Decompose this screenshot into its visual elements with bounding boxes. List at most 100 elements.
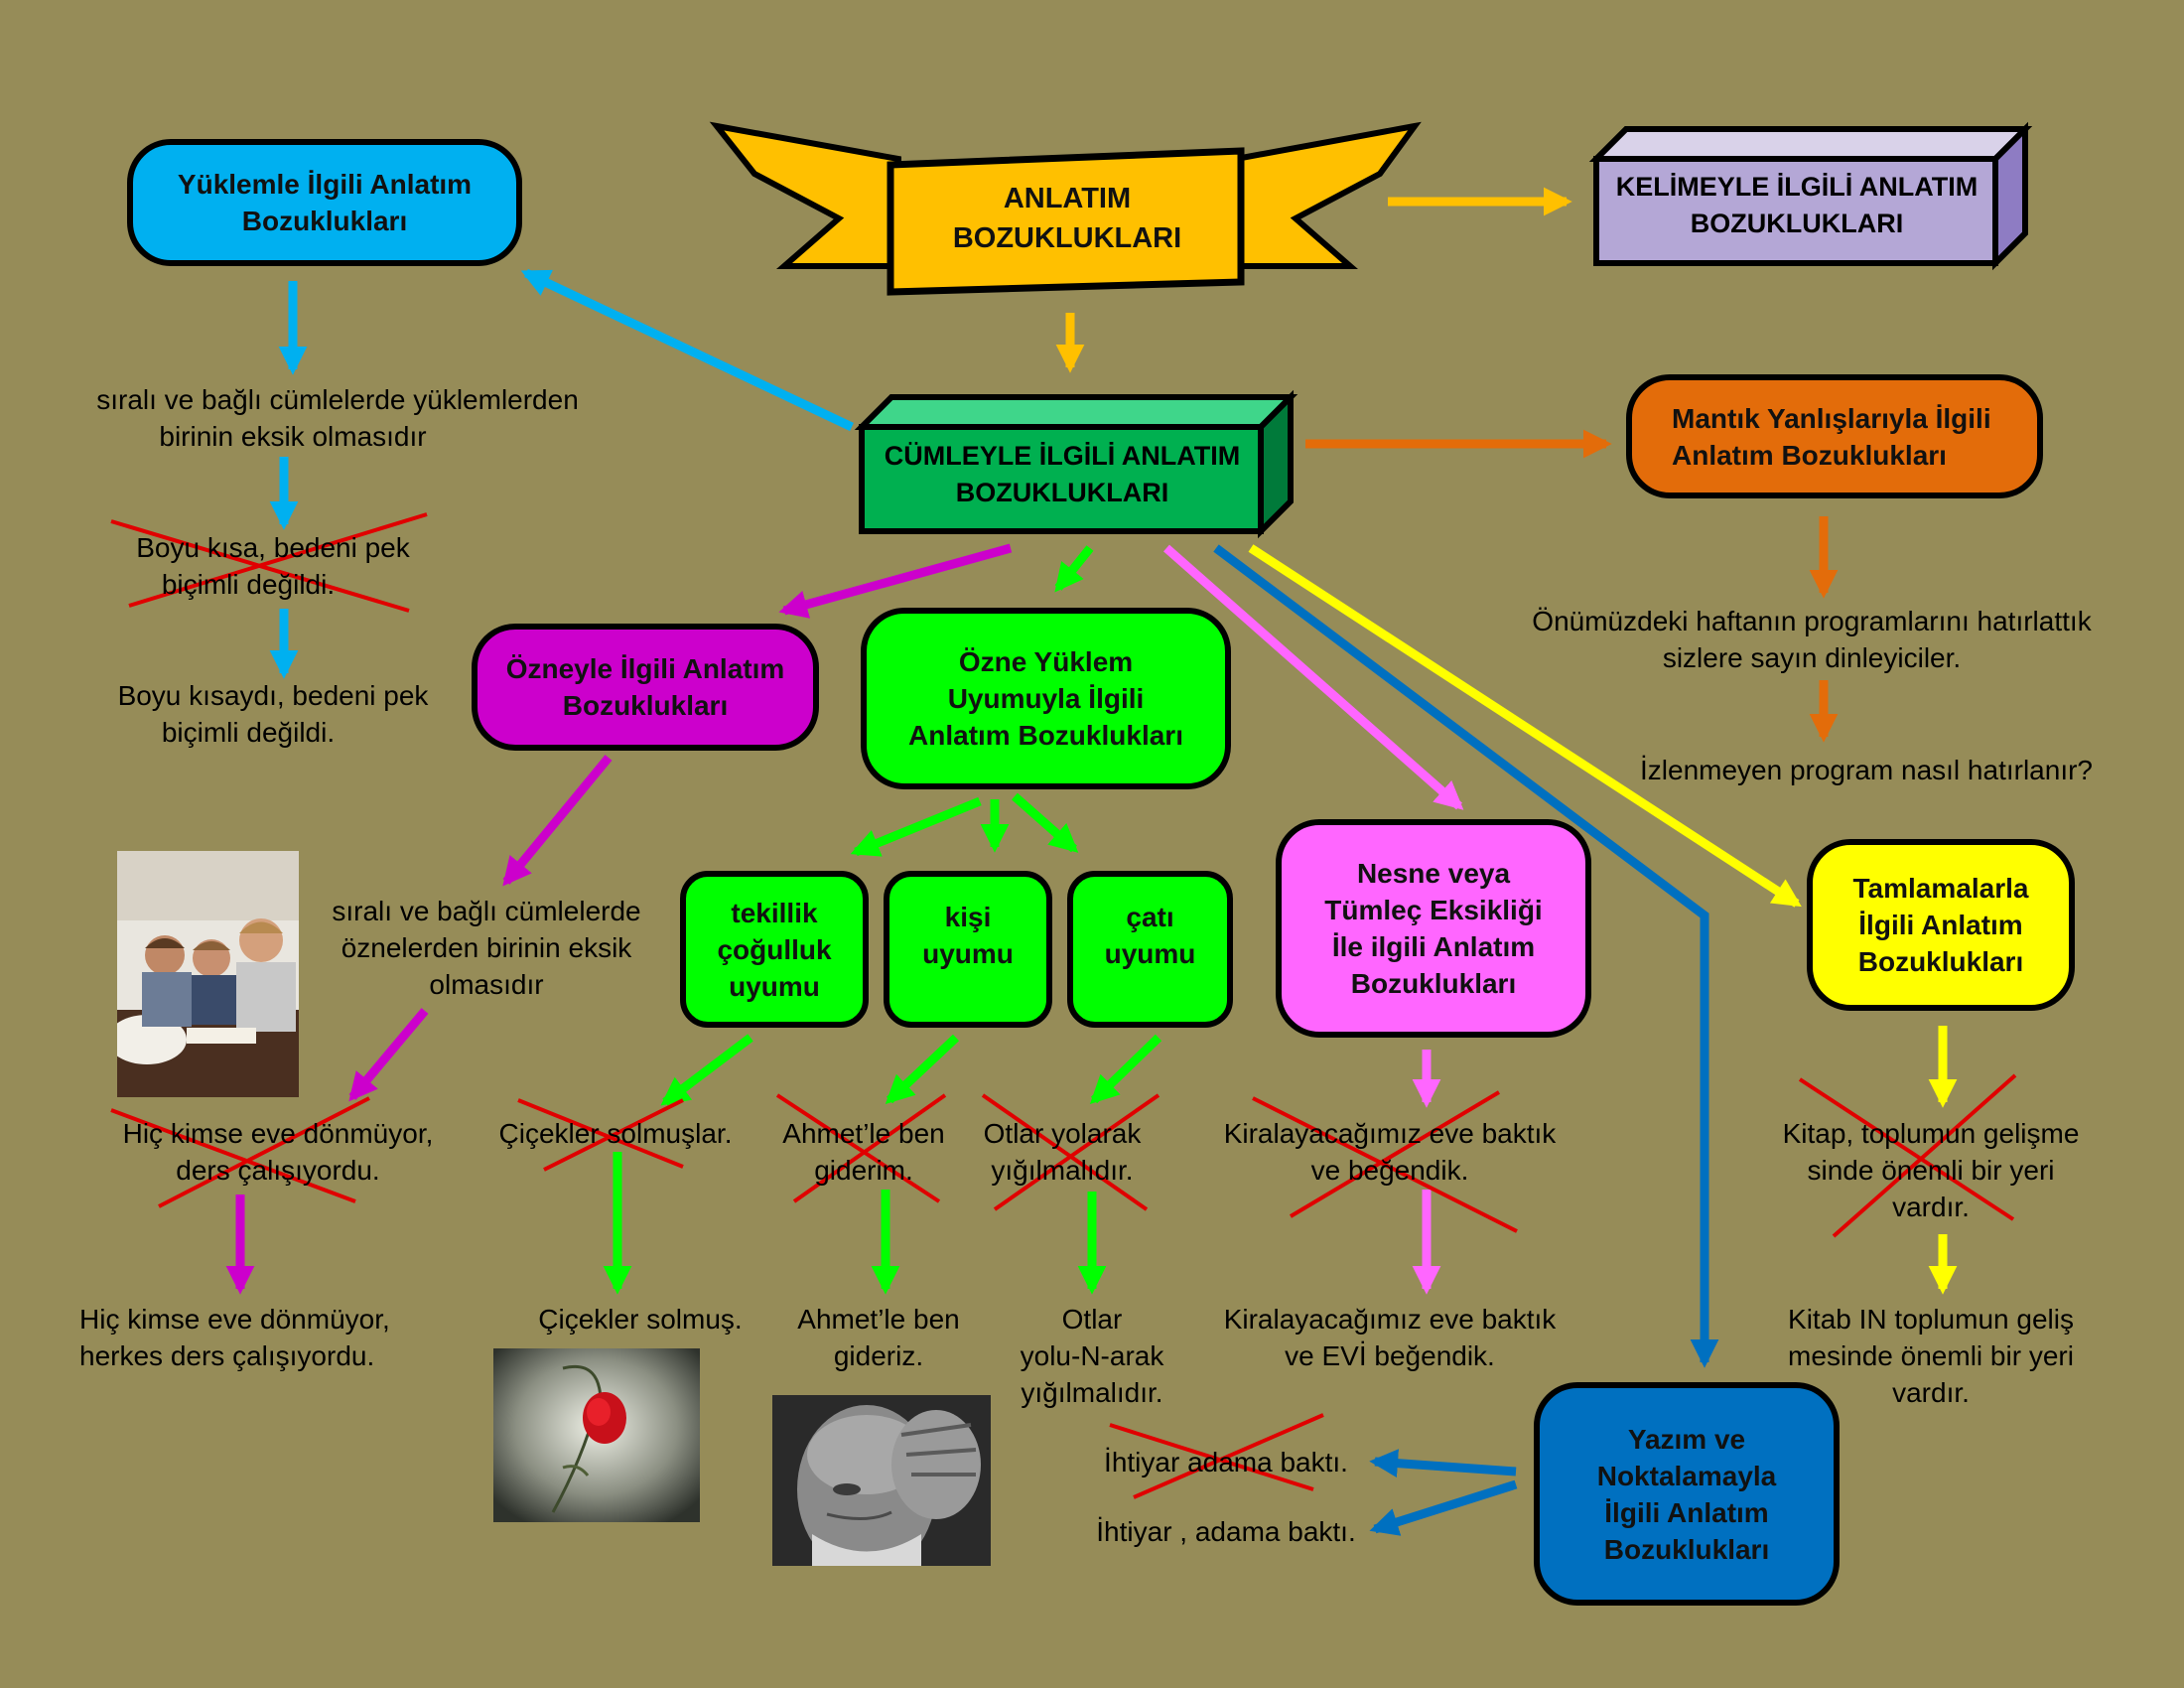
cross-cati-a [981, 1093, 1149, 1211]
yuklem-correct-example: Boyu kısaydı, bedeni pek biçimli değildi… [99, 677, 447, 751]
arrow-cumle-to-tamlama [1248, 544, 1802, 908]
kisi-wrong-example: Ahmet’le ben giderim. [764, 1115, 963, 1189]
ozne-wrong-line-1: Hiç kimse eve dönmüyor, [122, 1118, 434, 1149]
cross-kisi-b [792, 1093, 947, 1203]
tamlama-line-1: Tamlamalarla [1852, 873, 2029, 904]
kelime-node[interactable]: KELİMEYLE İLGİLİ ANLATIM BOZUKLUKLARI [1598, 169, 1995, 242]
cross-tam-b [1832, 1073, 2017, 1238]
nesne-wrong-example: Kiralayacağımız eve baktık ve beğendik. [1201, 1115, 1578, 1189]
kelime-line-2: BOZUKLUKLARI [1690, 209, 1904, 238]
yuklem-wrong-line-2: biçimli değildi. [161, 569, 336, 600]
nesne-line-2: Tümleç Eksikliği [1324, 895, 1543, 925]
nesne-wrong-line-1: Kiralayacağımız eve baktık [1223, 1118, 1557, 1149]
tamlama-wrong-example: Kitap, toplumun gelişme sinde önemli bir… [1777, 1115, 2085, 1225]
cumle-line-2: BOZUKLUKLARI [955, 478, 1169, 507]
yuklem-def-line-1: sıralı ve bağlı cümlelerde yüklemlerden [96, 384, 579, 415]
title-line-2: BOZUKLUKLARI [952, 222, 1182, 254]
ozne-line-2: Bozuklukları [562, 690, 729, 721]
tamlama-correct-example: Kitab IN toplumun geliş mesinde önemli b… [1777, 1301, 2085, 1411]
ozne-correct-example: Hiç kimse eve dönmüyor, herkes ders çalı… [79, 1301, 437, 1374]
cati-right-line-2: yolu-N-arak [1020, 1340, 1164, 1371]
yazim-wrong-example: İhtiyar adama baktı. [1082, 1444, 1370, 1480]
arrow-tekillik-1 [660, 1034, 753, 1106]
tekillik-line-2: çoğulluk [717, 933, 832, 965]
mantik-right-line-1: İzlenmeyen program nasıl hatırlanır? [1640, 755, 2093, 785]
yuklem-line-1: Yüklemle İlgili Anlatım [177, 169, 473, 200]
ozne-def-line-3: olmasıdır [429, 969, 544, 1000]
nesne-wrong-line-2: ve beğendik. [1310, 1155, 1469, 1186]
yazim-line-1: Yazım ve [1627, 1423, 1746, 1455]
cross-tam-a [1798, 1077, 2015, 1221]
mantik-wrong-line-2: sizlere sayın dinleyiciler. [1662, 642, 1962, 673]
old-man-photo [772, 1395, 991, 1566]
arrow-kisi-1 [885, 1034, 960, 1104]
arrow-yazim-2 [1369, 1479, 1518, 1536]
yuklem-right-line-2: biçimli değildi. [161, 717, 336, 748]
ozne-right-line-2: herkes ders çalışıyordu. [79, 1340, 375, 1371]
tek-wrong-line-1: Çiçekler solmuşlar. [498, 1118, 733, 1149]
tamlama-line-2: İlgili Anlatım [1858, 910, 2023, 940]
cati-line-2: uyumu [1104, 938, 1196, 969]
ozne-right-line-1: Hiç kimse eve dönmüyor, [79, 1304, 390, 1335]
arrow-ozne-1 [502, 755, 613, 887]
cati-right-line-3: yığılmalıdır. [1021, 1377, 1163, 1408]
cumle-box-shape [854, 389, 1298, 539]
tamlama-line-3: Bozuklukları [1857, 946, 2024, 977]
title: ANLATIM BOZUKLUKLARI [893, 179, 1241, 258]
cati-wrong-line-1: Otlar yolarak [983, 1118, 1142, 1149]
mantik-wrong-example: Önümüzdeki haftanın programlarını hatırl… [1479, 603, 2144, 676]
yuklem-wrong-line-1: Boyu kısa, bedeni pek [136, 532, 410, 563]
mantik-line-2: Anlatım Bozuklukları [1672, 439, 1947, 471]
arrow-cumle-to-yazim [1213, 544, 1719, 1368]
nesne-right-line-1: Kiralayacağımız eve baktık [1223, 1304, 1557, 1335]
kelime-box-shape [1588, 121, 2033, 271]
cumle-node[interactable]: CÜMLEYLE İLGİLİ ANLATIM BOZUKLUKLARI [864, 438, 1261, 511]
cati-right-line-1: Otlar [1061, 1304, 1123, 1335]
tek-right-line-1: Çiçekler solmuş. [538, 1304, 743, 1335]
three-students-photo [117, 851, 299, 1097]
kisi-line-1: kişi [944, 902, 992, 932]
yazim-wrong-line-1: İhtiyar adama baktı. [1104, 1447, 1348, 1477]
cumle-line-1: CÜMLEYLE İLGİLİ ANLATIM [884, 441, 1241, 471]
cross-ozne-a [110, 1108, 356, 1203]
cross-tek-a [517, 1098, 684, 1169]
cross-tek-b [543, 1098, 684, 1172]
yuklem-right-line-1: Boyu kısaydı, bedeni pek [117, 680, 429, 711]
arrow-uyum-to-tekillik [850, 796, 982, 857]
wilted-rose-photo [493, 1348, 700, 1522]
yazim-line-2: Noktalamayla [1596, 1460, 1777, 1491]
mantik-wrong-line-1: Önümüzdeki haftanın programlarını hatırl… [1532, 606, 2092, 636]
tam-wrong-line-3: vardır. [1892, 1192, 1970, 1222]
uyum-line-2: Uyumuyla İlgili [947, 683, 1145, 714]
tam-right-line-1: Kitab IN toplumun geliş [1788, 1304, 2074, 1335]
ozne-wrong-example: Hiç kimse eve dönmüyor, ders çalışıyordu… [109, 1115, 447, 1189]
arrow-uyum-to-cati [1012, 792, 1079, 853]
yuklem-definition: sıralı ve bağlı cümlelerde yüklemlerden … [79, 381, 596, 455]
cross-yuklem-b [128, 512, 428, 608]
arrow-ozne-2 [348, 1008, 429, 1102]
nesne-line-3: İle ilgili Anlatım [1331, 931, 1536, 962]
cross-nesne-a [1252, 1096, 1518, 1233]
yuklem-wrong-example: Boyu kısa, bedeni pek biçimli değildi. [99, 529, 447, 603]
kisi-wrong-line-2: giderim. [814, 1155, 913, 1186]
arrow-cati-1 [1089, 1034, 1162, 1105]
yazim-right-line-1: İhtiyar , adama baktı. [1096, 1516, 1356, 1547]
nesne-line-4: Bozuklukları [1350, 968, 1517, 999]
ozne-wrong-line-2: ders çalışıyordu. [176, 1155, 380, 1186]
mantik-line-1: Mantık Yanlışlarıyla İlgili [1672, 402, 1991, 434]
tekillik-correct-example: Çiçekler solmuş. [526, 1301, 754, 1337]
arrow-cumle-to-ozne [778, 543, 1013, 619]
arrow-cumle-to-yuklem [520, 268, 854, 432]
